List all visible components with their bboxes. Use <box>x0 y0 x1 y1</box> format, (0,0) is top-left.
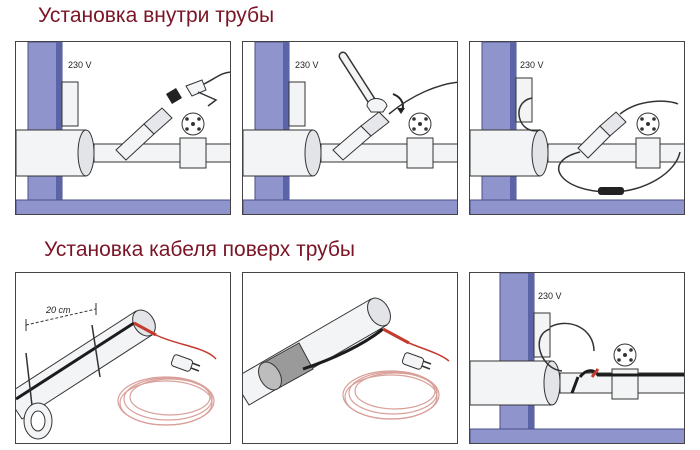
insulation-sleeve <box>258 342 314 391</box>
supply-cable-loop <box>518 97 541 132</box>
sealing-gland-icon <box>577 111 627 159</box>
plug-icon <box>401 352 432 370</box>
spacing-label: 20 cm <box>45 305 71 315</box>
panel-over-step-3: 230 V <box>469 272 685 444</box>
floor <box>470 428 684 443</box>
junction-box <box>61 81 79 127</box>
pipe-icon <box>243 297 391 406</box>
heating-cable <box>388 81 457 115</box>
heating-cable <box>578 369 684 378</box>
wrench-icon <box>338 51 388 113</box>
valve-icon <box>635 112 661 169</box>
junction-box <box>515 77 533 123</box>
voltage-label: 230 V <box>295 60 319 70</box>
floor <box>243 199 457 214</box>
valve-icon <box>406 112 434 169</box>
sealing-gland-icon <box>115 79 207 161</box>
heating-cable <box>302 327 384 371</box>
valve-icon <box>611 343 639 400</box>
voltage-label: 230 V <box>538 291 562 301</box>
panel-inside-step-2: 230 V <box>242 41 458 215</box>
supply-cable <box>619 100 679 115</box>
panel-inside-step-3: 230 V <box>469 41 685 215</box>
fixing-band <box>23 324 101 440</box>
cable-red-section <box>382 327 410 345</box>
spacing-dimension: 20 cm <box>25 303 97 331</box>
cable-coil-icon <box>117 376 215 426</box>
heating-cable <box>203 71 230 85</box>
panel-over-step-2 <box>242 272 458 444</box>
panel-over-step-1: 20 cm <box>15 272 231 444</box>
panel-inside-step-1: 230 V <box>15 41 231 215</box>
supply-cable-loop <box>538 328 563 372</box>
plug-icon <box>170 354 201 372</box>
heating-cable <box>16 321 135 401</box>
floor <box>470 199 684 214</box>
cable-red-section <box>590 368 600 378</box>
cable-red-section <box>133 321 157 337</box>
supply-cable <box>549 322 595 352</box>
sealing-gland-icon <box>332 111 390 161</box>
heading-inside-pipe: Установка внутри трубы <box>38 4 275 27</box>
junction-box <box>288 81 306 127</box>
valve-icon <box>179 112 207 169</box>
heading-over-pipe: Установка кабеля поверх трубы <box>44 238 356 261</box>
pipe-icon <box>470 360 684 406</box>
voltage-label: 230 V <box>68 60 92 70</box>
floor <box>16 199 230 214</box>
cable-end-seal <box>598 187 624 195</box>
voltage-label: 230 V <box>520 60 544 70</box>
cable-coil-icon <box>342 370 440 420</box>
pipe-icon <box>16 309 156 420</box>
